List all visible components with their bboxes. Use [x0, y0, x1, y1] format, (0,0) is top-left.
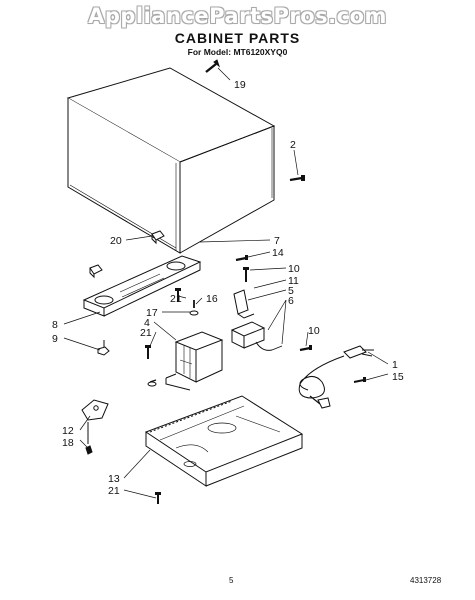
cabinet-wrapper: [66, 67, 276, 254]
mounting-bracket: [82, 255, 202, 317]
document-code: 4313728: [410, 576, 442, 585]
callout-16: 16: [206, 293, 218, 305]
callout-10-lower: 10: [308, 325, 320, 337]
leader-lines: [63, 67, 389, 499]
callout-6: 6: [288, 295, 294, 307]
callout-20: 20: [110, 235, 122, 247]
screw-2: [289, 175, 305, 182]
callout-8: 8: [52, 319, 58, 331]
page-title: CABINET PARTS: [174, 30, 301, 46]
model-subtitle: For Model: MT6120XYQ0: [187, 47, 288, 57]
callout-15: 15: [392, 371, 404, 383]
callout-9: 9: [52, 333, 58, 345]
nut-9: [97, 340, 110, 356]
callout-12: 12: [62, 425, 74, 437]
callout-18: 18: [62, 437, 74, 449]
screw-15: [353, 377, 366, 383]
callout-5: 5: [288, 285, 294, 297]
callout-14: 14: [272, 247, 284, 259]
screw-21-bottom: [155, 492, 161, 504]
bracket-12: [81, 399, 109, 455]
callout-21-middle: 21: [140, 327, 152, 339]
screw-19: [205, 59, 221, 73]
callout-13: 13: [108, 473, 120, 485]
callout-10-upper: 10: [288, 263, 300, 275]
callout-11: 11: [288, 275, 299, 287]
capacitor-6: [230, 321, 283, 351]
callout-labels: 19 2 7 14 20 10 11 5 6 21 16 17 4 21 8 9…: [52, 79, 404, 497]
transformer: [147, 331, 224, 391]
base-pan: [144, 395, 304, 487]
screw-14: [235, 255, 248, 262]
power-cord: [298, 345, 374, 409]
callout-21-lower: 21: [108, 485, 120, 497]
callout-17: 17: [146, 307, 158, 319]
clips-20: [89, 230, 165, 279]
callout-2: 2: [290, 139, 296, 151]
callout-19: 19: [234, 79, 246, 91]
callout-7: 7: [274, 235, 280, 247]
callout-21-upper: 21: [170, 293, 182, 305]
bracket-5: [233, 267, 255, 319]
screw-10-lower: [299, 345, 312, 352]
page-number: 5: [229, 576, 234, 585]
callout-4: 4: [144, 317, 150, 329]
watermark-text: AppliancePartsPros.com: [88, 4, 387, 28]
callout-1: 1: [392, 359, 398, 371]
